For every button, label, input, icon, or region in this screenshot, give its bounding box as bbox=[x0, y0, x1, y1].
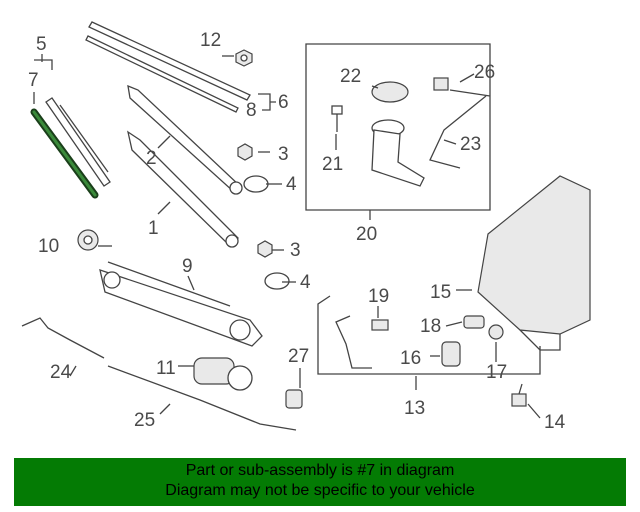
info-banner-line-2: Diagram may not be specific to your vehi… bbox=[165, 482, 475, 499]
callout-9: 9 bbox=[182, 256, 193, 277]
callout-14: 14 bbox=[544, 412, 566, 433]
callout-19: 19 bbox=[368, 286, 389, 307]
info-banner: Part or sub-assembly is #7 in diagram Di… bbox=[14, 458, 626, 506]
bolt-10 bbox=[77, 229, 99, 251]
pump-18 bbox=[463, 315, 485, 329]
parts-diagram: 5 7 12 6 8 2 1 3 4 3 4 10 9 11 27 24 25 … bbox=[21, 21, 591, 433]
wiper-linkage-9 bbox=[99, 261, 263, 347]
callout-18: 18 bbox=[420, 316, 441, 337]
wiper-blade-right bbox=[85, 21, 251, 113]
nut-3-lower bbox=[257, 240, 273, 258]
bolt-14 bbox=[511, 383, 527, 407]
wiper-motor-11 bbox=[193, 357, 253, 391]
group-box-20 bbox=[305, 43, 491, 211]
callout-20: 20 bbox=[356, 224, 377, 245]
callout-25: 25 bbox=[134, 410, 155, 431]
callout-13: 13 bbox=[404, 398, 425, 419]
callout-22: 22 bbox=[340, 66, 361, 87]
callout-3-lower: 3 bbox=[290, 240, 301, 261]
cap-4-lower bbox=[264, 272, 290, 290]
wiper-arm-2 bbox=[127, 84, 243, 195]
wiper-arm-1 bbox=[127, 130, 239, 248]
callout-5: 5 bbox=[36, 34, 47, 55]
washer-nozzle-27 bbox=[285, 389, 303, 409]
nut-12 bbox=[235, 49, 253, 67]
callout-15: 15 bbox=[430, 282, 451, 303]
callout-1: 1 bbox=[148, 218, 159, 239]
callout-21: 21 bbox=[322, 154, 343, 175]
callout-10: 10 bbox=[38, 236, 59, 257]
info-banner-line-1: Part or sub-assembly is #7 in diagram bbox=[185, 462, 455, 479]
callout-7: 7 bbox=[28, 70, 39, 91]
filler-neck bbox=[371, 119, 425, 187]
callout-24: 24 bbox=[50, 362, 72, 383]
filler-cap-22 bbox=[371, 81, 409, 103]
cap-4-upper bbox=[243, 175, 269, 193]
wiper-blade-insert-7 bbox=[30, 108, 99, 199]
wiper-blade-left bbox=[45, 97, 111, 187]
callout-23: 23 bbox=[460, 134, 481, 155]
bolt-21 bbox=[331, 105, 343, 132]
callout-2: 2 bbox=[146, 148, 157, 169]
callout-16: 16 bbox=[400, 348, 421, 369]
hose-24 bbox=[21, 317, 105, 359]
callout-27: 27 bbox=[288, 346, 309, 367]
nut-3-upper bbox=[237, 143, 253, 161]
group-box-13 bbox=[317, 295, 541, 375]
callout-12: 12 bbox=[200, 30, 221, 51]
hose-25 bbox=[107, 365, 297, 431]
callout-26: 26 bbox=[474, 62, 495, 83]
callout-11: 11 bbox=[156, 358, 176, 379]
hose-19 bbox=[335, 315, 389, 369]
leader-lines bbox=[33, 54, 541, 419]
grommet-17 bbox=[488, 324, 504, 340]
callout-17: 17 bbox=[486, 362, 507, 383]
callout-4-lower: 4 bbox=[300, 272, 311, 293]
callout-8: 8 bbox=[246, 100, 257, 121]
tube-23 bbox=[429, 77, 491, 169]
washer-reservoir-15 bbox=[477, 175, 591, 351]
callout-4-upper: 4 bbox=[286, 174, 297, 195]
callout-3-upper: 3 bbox=[278, 144, 289, 165]
pump-16 bbox=[441, 341, 461, 367]
callout-6: 6 bbox=[278, 92, 289, 113]
